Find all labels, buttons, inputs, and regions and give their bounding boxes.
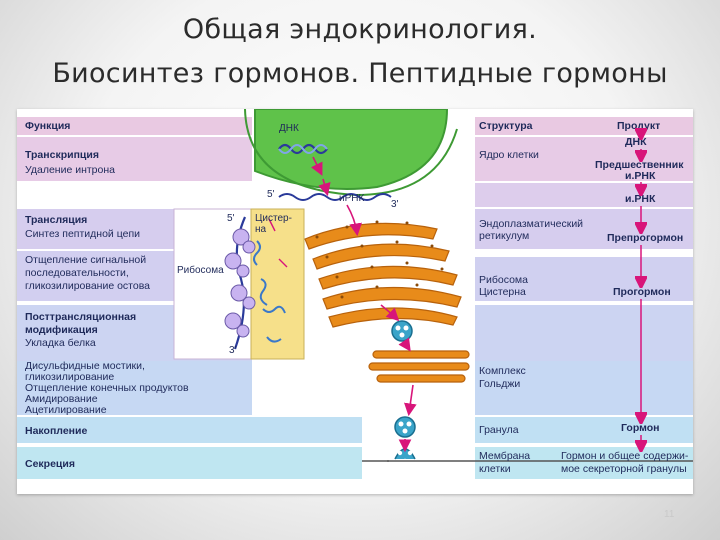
three-prime-top: 3' bbox=[391, 199, 399, 210]
golgi-complex bbox=[368, 350, 470, 383]
posttrans-amidation: Амидирование bbox=[25, 393, 98, 405]
transcription-detail: Удаление интрона bbox=[25, 164, 115, 176]
posttrans-title-line1: Посттрансляционная bbox=[25, 311, 137, 323]
diagram-drawing bbox=[173, 109, 693, 464]
band-right-er bbox=[475, 209, 693, 249]
cistern-label-line1: Цистер- bbox=[255, 213, 292, 224]
band-right-nucleus bbox=[475, 137, 693, 181]
product-prohormone: Прогормон bbox=[613, 286, 671, 298]
band-right-mid bbox=[475, 305, 693, 361]
signal-cleavage-line3: гликозилирование остова bbox=[25, 280, 151, 292]
product-arrows bbox=[17, 109, 693, 494]
structure-ribosome: Рибосома bbox=[479, 274, 528, 286]
mrna-strand bbox=[278, 193, 392, 201]
product-precursor-line1: Предшественник bbox=[595, 159, 684, 171]
product-mrna: и.РНК bbox=[625, 193, 656, 205]
band-left-secretion bbox=[17, 447, 362, 479]
transcription-title: Транскрипция bbox=[25, 149, 99, 161]
page-number: 11 bbox=[664, 509, 675, 520]
endoplasmic-reticulum bbox=[304, 222, 462, 328]
ribosome-inset-label: Рибосома bbox=[177, 265, 224, 276]
band-left-disulfide bbox=[17, 361, 252, 415]
er-ribosome-dots bbox=[315, 220, 444, 299]
three-prime-inset: 3' bbox=[229, 345, 237, 356]
five-prime-top: 5' bbox=[267, 189, 275, 200]
product-secretion-line1: Гормон и общее содержи- bbox=[561, 450, 689, 462]
translation-detail: Синтез пептидной цепи bbox=[25, 228, 140, 240]
band-left-transcription bbox=[17, 137, 252, 181]
posttrans-cleavage: Отщепление конечных продуктов bbox=[25, 382, 189, 394]
structure-er-line1: Эндоплазматический bbox=[479, 218, 584, 230]
signal-cleavage-line2: последовательности, bbox=[25, 267, 129, 279]
band-right-granule bbox=[475, 417, 693, 443]
structure-er-line2: ретикулум bbox=[479, 230, 530, 242]
structure-nucleus: Ядро клетки bbox=[479, 149, 539, 161]
product-dna: ДНК bbox=[625, 136, 647, 148]
band-left-translation bbox=[17, 209, 177, 249]
biosynthesis-figure: Функция Транскрипция Удаление интрона Тр… bbox=[17, 109, 693, 494]
posttrans-glyco: гликозилирование bbox=[25, 371, 115, 383]
storage-label: Накопление bbox=[25, 425, 88, 437]
band-right-golgi bbox=[475, 361, 693, 415]
product-hormone: Гормон bbox=[621, 422, 660, 434]
posttrans-disulfide: Дисульфидные мостики, bbox=[25, 360, 145, 372]
structure-golgi-line1: Комплекс bbox=[479, 365, 526, 377]
structure-membrane-line2: клетки bbox=[479, 463, 511, 475]
band-left-header bbox=[17, 117, 252, 135]
inset-peptide-chains bbox=[253, 240, 286, 343]
pathway-arrows bbox=[310, 156, 417, 453]
secretory-vesicle-1 bbox=[391, 320, 413, 342]
slide-title-line2: Биосинтез гормонов. Пептидные гормоны bbox=[52, 58, 668, 89]
structure-header: Структура bbox=[479, 120, 533, 132]
product-preprohormone: Препрогормон bbox=[607, 232, 684, 244]
inset-ribosomes bbox=[224, 228, 256, 338]
structure-golgi-line2: Гольджи bbox=[479, 378, 521, 390]
product-header: Продукт bbox=[617, 120, 661, 132]
cistern-label-line2: на bbox=[255, 224, 267, 235]
nucleus-shape bbox=[254, 109, 449, 190]
secretory-granule bbox=[394, 416, 416, 438]
band-right-membrane bbox=[475, 447, 693, 479]
slide-title-line1: Общая эндокринология. bbox=[182, 14, 538, 45]
product-precursor-line2: и.РНК bbox=[625, 170, 656, 182]
translation-title: Трансляция bbox=[25, 214, 88, 226]
band-right-ribosome bbox=[475, 257, 693, 301]
posttrans-title-line2: модификация bbox=[25, 324, 98, 336]
dna-label: ДНК bbox=[279, 123, 299, 134]
signal-cleavage-line1: Отщепление сигнальной bbox=[25, 254, 147, 266]
function-header: Функция bbox=[25, 120, 71, 132]
secretion-label: Секреция bbox=[25, 458, 75, 470]
band-right-mrna bbox=[475, 183, 693, 207]
dna-strand-b bbox=[278, 144, 328, 154]
band-left-storage bbox=[17, 417, 362, 443]
posttrans-folding: Укладка белка bbox=[25, 337, 96, 349]
five-prime-inset: 5' bbox=[227, 213, 235, 224]
product-secretion-line2: мое секреторной гранулы bbox=[561, 463, 687, 475]
posttrans-acetylation: Ацетилирование bbox=[25, 404, 107, 416]
band-left-signal bbox=[17, 251, 177, 301]
mrna-label: иРНК bbox=[339, 193, 365, 204]
structure-granule: Гранула bbox=[479, 424, 519, 436]
structure-membrane-line1: Мембрана bbox=[479, 450, 531, 462]
translation-inset bbox=[173, 208, 305, 360]
structure-cistern: Цистерна bbox=[479, 286, 526, 298]
